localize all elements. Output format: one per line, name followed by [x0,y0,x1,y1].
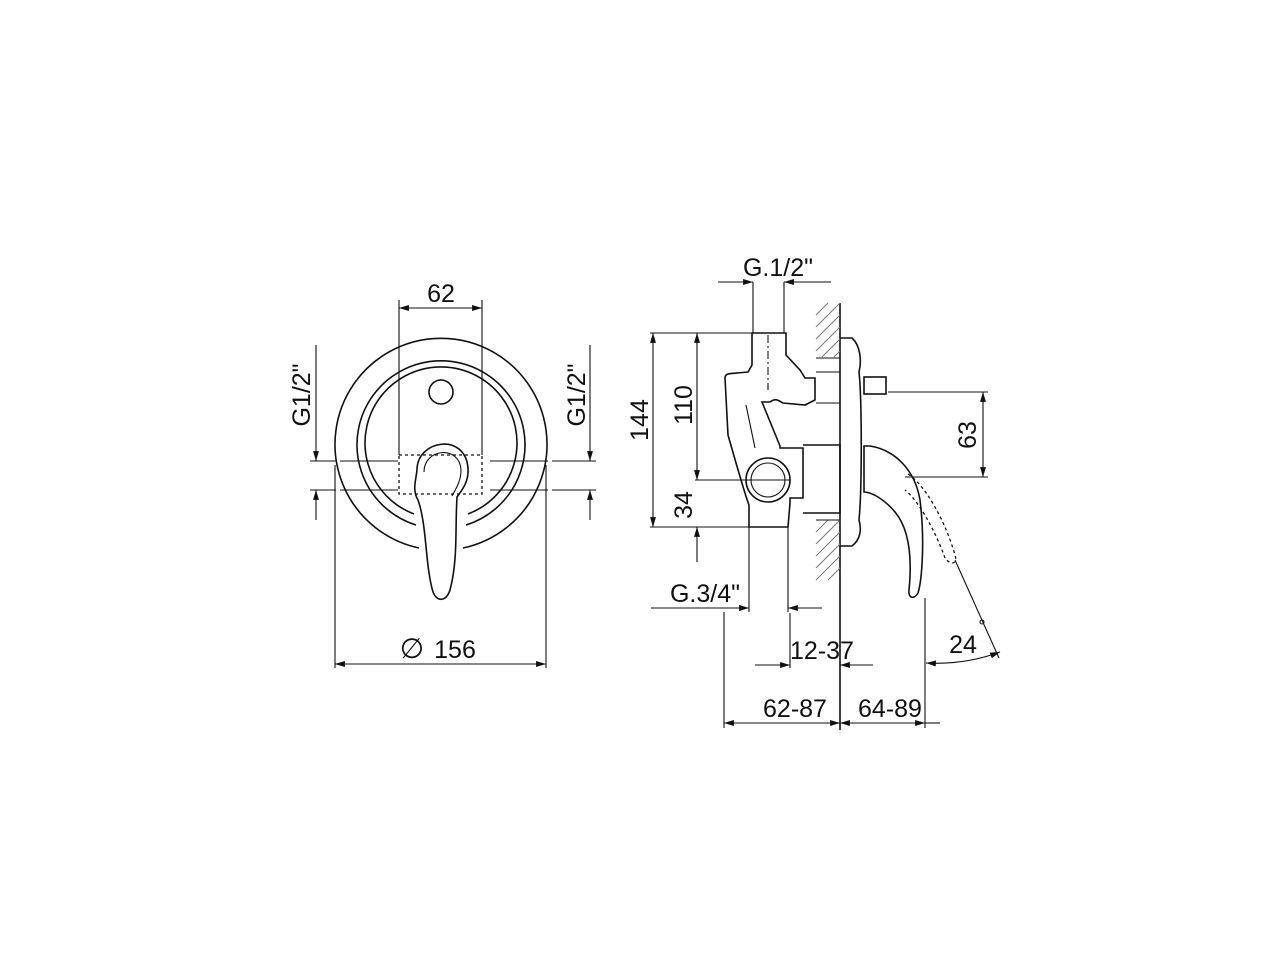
dim-144: 144 [626,399,654,441]
dim-62: 62 [427,280,455,308]
inner-ring-2 [364,366,518,515]
side-view: G.1/2" 144 110 34 63 G.3/4" 12-37 62-87 … [626,254,1001,730]
dim-64-89: 64-89 [858,695,922,723]
inner-ring [356,360,526,526]
valve-body [724,332,816,528]
top-thread-label: G.1/2" [743,254,813,282]
left-thread-label: G1/2" [288,363,316,426]
outer-plate-circle [334,337,548,549]
front-view: 62 ∅ 156 G1/2" G1/2" [288,280,596,668]
dim-62-87: 62-87 [763,695,827,723]
dim-63: 63 [954,421,982,449]
bottom-thread-label: G.3/4" [670,580,740,608]
wall-hatching [815,302,841,581]
dim-156: 156 [434,636,476,664]
diverter-hole [428,379,454,405]
dim-12-37: 12-37 [790,637,854,665]
lever-handle-side [863,445,924,599]
diverter-knob [863,376,887,395]
cover-plate [840,337,863,547]
lever-handle [413,443,469,601]
right-thread-label: G1/2" [563,363,591,426]
dim-110: 110 [670,385,698,425]
angle-24: 24 [949,631,977,659]
dim-34: 34 [670,491,698,519]
diameter-symbol: ∅ [400,633,424,664]
cartridge-outline [398,454,483,495]
